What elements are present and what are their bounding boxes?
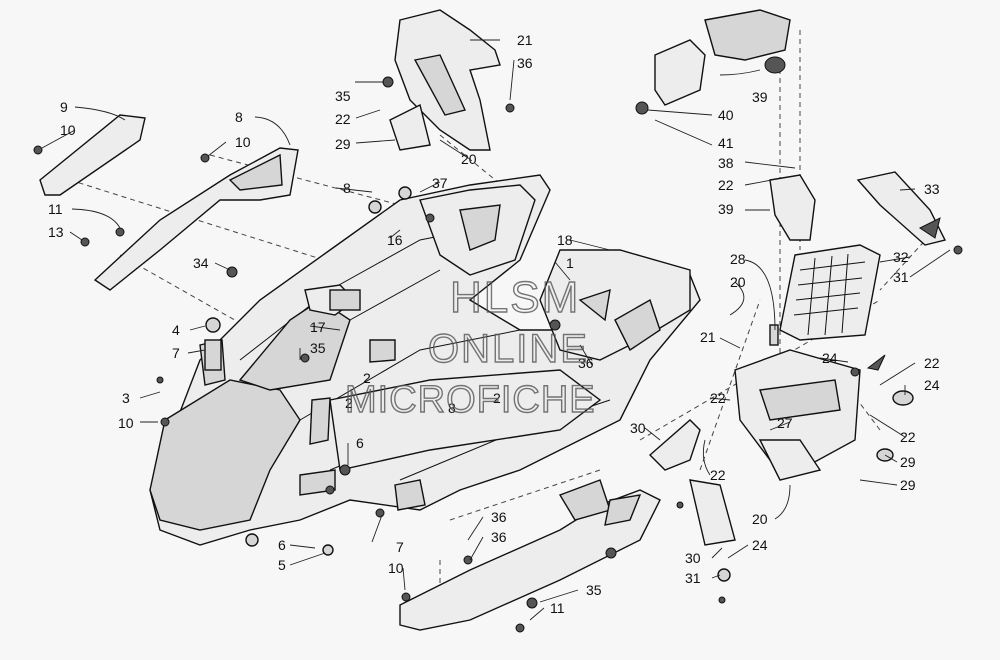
label-31b: 31 xyxy=(685,570,701,586)
callout-labels-lower-right: 30 24 31 xyxy=(685,537,768,586)
label-20b: 20 xyxy=(730,274,746,290)
callout-29a: 29 xyxy=(335,136,351,152)
label-18: 16 xyxy=(387,232,403,248)
main-frame xyxy=(149,174,701,546)
callout-36a: 35 xyxy=(335,88,351,104)
watermark-line-3: MICROFICHE xyxy=(345,379,596,421)
plate-29 xyxy=(648,419,701,471)
label-40: 39 xyxy=(752,89,768,105)
housing-25 xyxy=(734,349,861,481)
callout-2a: 2 xyxy=(363,370,371,386)
label-8b: 8 xyxy=(448,400,456,416)
label-19: 18 xyxy=(557,232,573,248)
label-9: 10 xyxy=(118,415,134,431)
leader-lines xyxy=(41,39,951,621)
label-2c: 2 xyxy=(493,390,501,406)
label-36c: 36 xyxy=(578,355,594,371)
left-rail xyxy=(39,114,146,196)
callout-15: 10 xyxy=(60,122,76,138)
steering-bracket xyxy=(389,9,501,151)
label-22d: 22 xyxy=(900,429,916,445)
callout-2b: 2 xyxy=(345,395,353,411)
label-10b: 10 xyxy=(388,560,404,576)
callout-39a: 37 xyxy=(432,175,448,191)
callout-7a: 7 xyxy=(172,345,180,361)
label-32: 32 xyxy=(893,249,909,265)
label-31a: 31 xyxy=(893,269,909,285)
label-17: 17 xyxy=(310,319,326,335)
label-21b: 21 xyxy=(700,329,716,345)
label-22e: 22 xyxy=(710,390,726,406)
label-22c: 22 xyxy=(924,355,940,371)
hardware xyxy=(33,76,963,633)
callout-3: 3 xyxy=(122,390,130,406)
bumper-37 xyxy=(399,479,661,631)
label-20c: 20 xyxy=(752,511,768,527)
plate-30 xyxy=(689,479,736,546)
label-26: 28 xyxy=(730,251,746,267)
label-11: 11 xyxy=(550,600,565,616)
label-35b: 35 xyxy=(586,582,602,598)
label-28: 29 xyxy=(900,477,916,493)
callout-14: 9 xyxy=(60,99,68,115)
callout-16: 10 xyxy=(235,134,251,150)
callout-labels-main: 1 18 17 16 10 10 2 8 36 36 36 35 11 40 4… xyxy=(118,89,940,616)
label-33: 33 xyxy=(924,181,940,197)
label-24a: 24 xyxy=(822,350,838,366)
label-36d: 36 xyxy=(491,509,507,525)
label-24b: 24 xyxy=(752,537,768,553)
callout-7b: 7 xyxy=(396,539,404,555)
callout-10: 11 xyxy=(48,201,63,217)
watermark-line-1: HLSM xyxy=(450,273,580,322)
label-38: 39 xyxy=(718,201,734,217)
callout-13: 13 xyxy=(48,224,64,240)
callout-5: 5 xyxy=(278,557,286,573)
callout-8: 8 xyxy=(343,180,351,196)
callout-20a: 20 xyxy=(461,151,477,167)
label-1: 1 xyxy=(566,255,574,271)
callout-4: 4 xyxy=(172,322,180,338)
callout-35a: 35 xyxy=(310,340,326,356)
callout-labels: 9 10 8 10 11 13 34 4 7 3 6 5 6 7 35 2 2 … xyxy=(48,32,533,573)
label-41: 40 xyxy=(718,107,734,123)
callout-12: 8 xyxy=(235,109,243,125)
label-30: 30 xyxy=(685,550,701,566)
label-29b: 30 xyxy=(630,420,646,436)
label-37: 36 xyxy=(491,529,507,545)
label-22b: 22 xyxy=(718,177,734,193)
watermark: HLSM ONLINE MICROFICHE xyxy=(344,272,596,421)
label-25: 27 xyxy=(777,415,793,431)
callout-21a: 21 xyxy=(517,32,533,48)
label-27: 29 xyxy=(900,454,916,470)
label-23: 24 xyxy=(924,377,940,393)
label-42: 41 xyxy=(718,135,734,151)
ecu-cluster xyxy=(635,9,791,115)
watermark-line-2: ONLINE xyxy=(428,327,589,371)
label-22f: 22 xyxy=(710,467,726,483)
label-39b: 38 xyxy=(718,155,734,171)
grille-32 xyxy=(779,244,881,341)
callout-22a: 22 xyxy=(335,111,351,127)
callout-36b: 36 xyxy=(517,55,533,71)
upper-brace xyxy=(93,147,299,291)
callout-6b: 6 xyxy=(356,435,364,451)
bracket-38 xyxy=(769,171,947,246)
callout-6a: 6 xyxy=(278,537,286,553)
callout-34: 34 xyxy=(193,255,209,271)
